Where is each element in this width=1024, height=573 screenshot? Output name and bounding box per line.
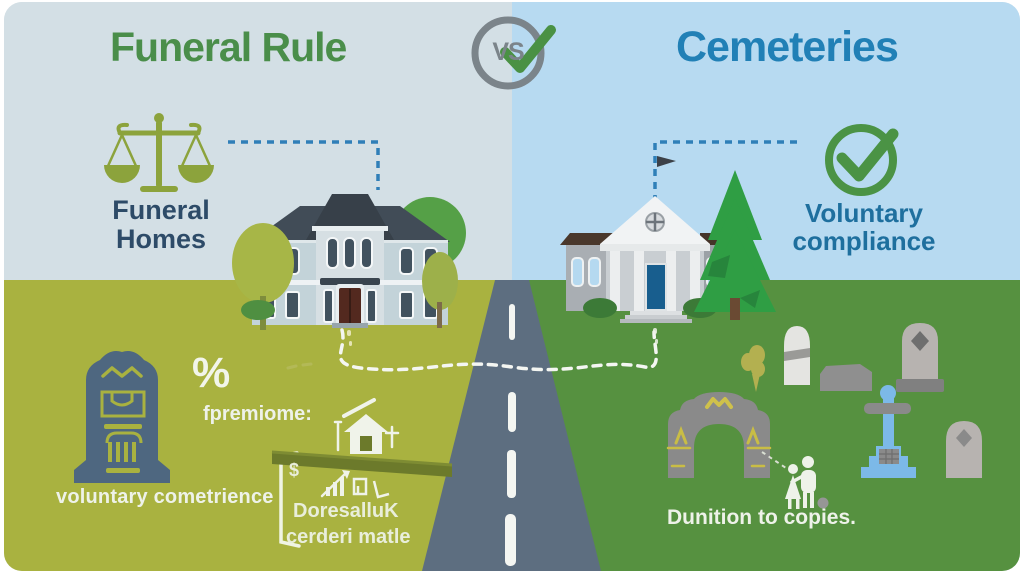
rock-slab-icon [820, 364, 872, 391]
funeral-homes-label: Funeral Homes [112, 195, 210, 255]
tree-olive-icon [232, 223, 294, 303]
cemetery-chapel-building [560, 156, 776, 344]
plank-icon [272, 451, 452, 477]
voluntary-compliance-label: Voluntary compliance [792, 198, 936, 257]
left-title: Funeral Rule [110, 24, 347, 70]
note-line2: cerderi matle [286, 526, 411, 548]
chapel-door-icon [645, 263, 667, 311]
box-glyph-icon [352, 477, 368, 496]
dollar-symbol: $ [289, 460, 300, 480]
connector-dashed-left [228, 140, 380, 190]
vs-label: VS [492, 38, 524, 66]
headstone-icon [946, 421, 982, 478]
percent-symbol: % [192, 349, 231, 397]
angle-glyph-icon [372, 480, 390, 499]
note-line1: DoresalluK [293, 500, 399, 522]
right-title: Cemeteries [676, 23, 899, 71]
gate-icon [666, 392, 787, 478]
pricing-doodles [271, 398, 453, 548]
tree-small-olive-icon [422, 252, 458, 310]
gravestones [741, 323, 982, 478]
pole-icon [333, 420, 343, 452]
headstone-icon [902, 323, 938, 391]
cross-monument-icon [861, 385, 916, 478]
scene-art [4, 2, 1020, 571]
road [422, 280, 601, 571]
premium-label: fpremiome: [203, 403, 312, 425]
path-dashed-trail [338, 328, 658, 372]
infographic-sheet [4, 2, 1020, 571]
ball-icon [817, 497, 829, 509]
monument-icon [74, 351, 170, 483]
house-icon [342, 398, 388, 454]
dash-accent [286, 362, 313, 370]
bar-chart-icon [320, 470, 350, 498]
scales-icon [104, 113, 214, 192]
funeral-home-building [232, 194, 466, 346]
flag-icon [657, 156, 676, 167]
vs-badge [471, 16, 556, 90]
statue-icon [741, 345, 765, 392]
bush-icon [241, 300, 275, 320]
compliance-check-icon [825, 124, 899, 196]
vs-check-icon [500, 25, 556, 73]
cometrience-caption: voluntary cometrience [56, 486, 274, 508]
dunition-caption: Dunition to copies. [667, 506, 856, 529]
bush-icon [583, 298, 617, 318]
pine-tree-icon [694, 170, 776, 320]
cross-small-icon [384, 425, 400, 449]
visitors-icon [785, 456, 829, 509]
